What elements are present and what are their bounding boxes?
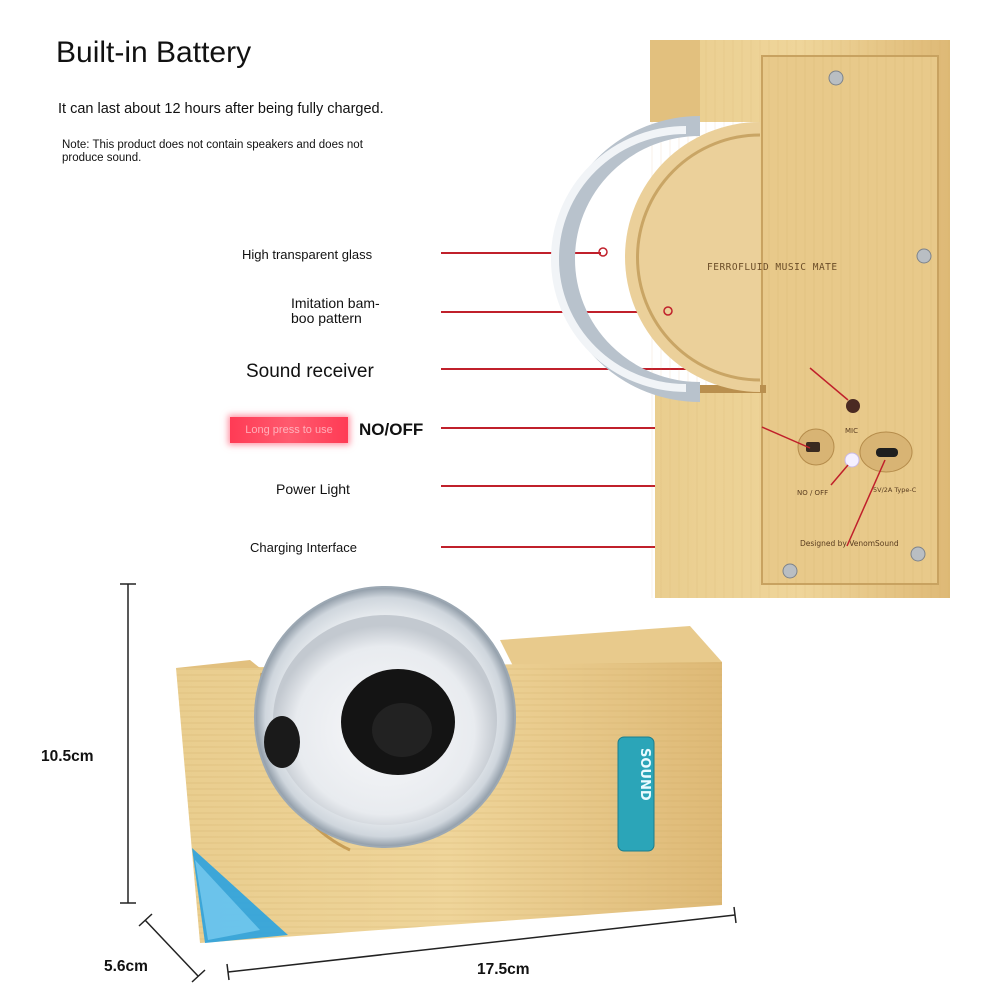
dimension-width: 17.5cm: [477, 961, 530, 978]
brand-engraving: FERROFLUID MUSIC MATE: [707, 262, 838, 273]
sound-logo-text: SOUND: [637, 748, 652, 801]
long-press-badge: Long press to use: [230, 417, 348, 443]
port-label: 5V/2A Type-C: [873, 486, 917, 494]
switch-label: NO / OFF: [797, 489, 828, 497]
device-back-view: FERROFLUID MUSIC MATE MIC NO / OFF 5V/2A…: [550, 40, 950, 598]
callout-bamboo: Imitation bam- boo pattern: [291, 295, 380, 326]
product-note: Note: This product does not contain spea…: [62, 139, 363, 164]
dimension-height: 10.5cm: [41, 748, 94, 765]
dimension-depth: 5.6cm: [104, 958, 148, 975]
mic-hole-icon: [846, 399, 860, 413]
callout-line-glass: [441, 252, 601, 254]
power-light-icon: [844, 452, 860, 468]
callout-glass: High transparent glass: [242, 247, 373, 262]
device-front-view: SOUND: [176, 586, 722, 943]
page-title: Built-in Battery: [56, 36, 252, 69]
callout-line-light: [441, 485, 831, 487]
dimension-lines: [120, 583, 737, 983]
power-switch-icon: [806, 442, 820, 452]
usb-c-port-icon: [876, 448, 898, 457]
screw-icon: [782, 70, 932, 579]
mic-label: MIC: [845, 427, 858, 435]
callout-power-switch: NO/OFF: [359, 420, 424, 439]
battery-subtitle: It can last about 12 hours after being f…: [58, 101, 384, 117]
designed-by-label: Designed by VenomSound: [800, 539, 899, 548]
callout-power-light: Power Light: [276, 481, 350, 497]
callout-line-bamboo: [441, 311, 665, 313]
sound-logo-plate: [617, 736, 655, 852]
callout-line-switch: [441, 427, 762, 429]
callout-line-charging: [441, 546, 847, 548]
callout-sound-receiver: Sound receiver: [246, 361, 374, 382]
callout-charging: Charging Interface: [250, 540, 357, 555]
